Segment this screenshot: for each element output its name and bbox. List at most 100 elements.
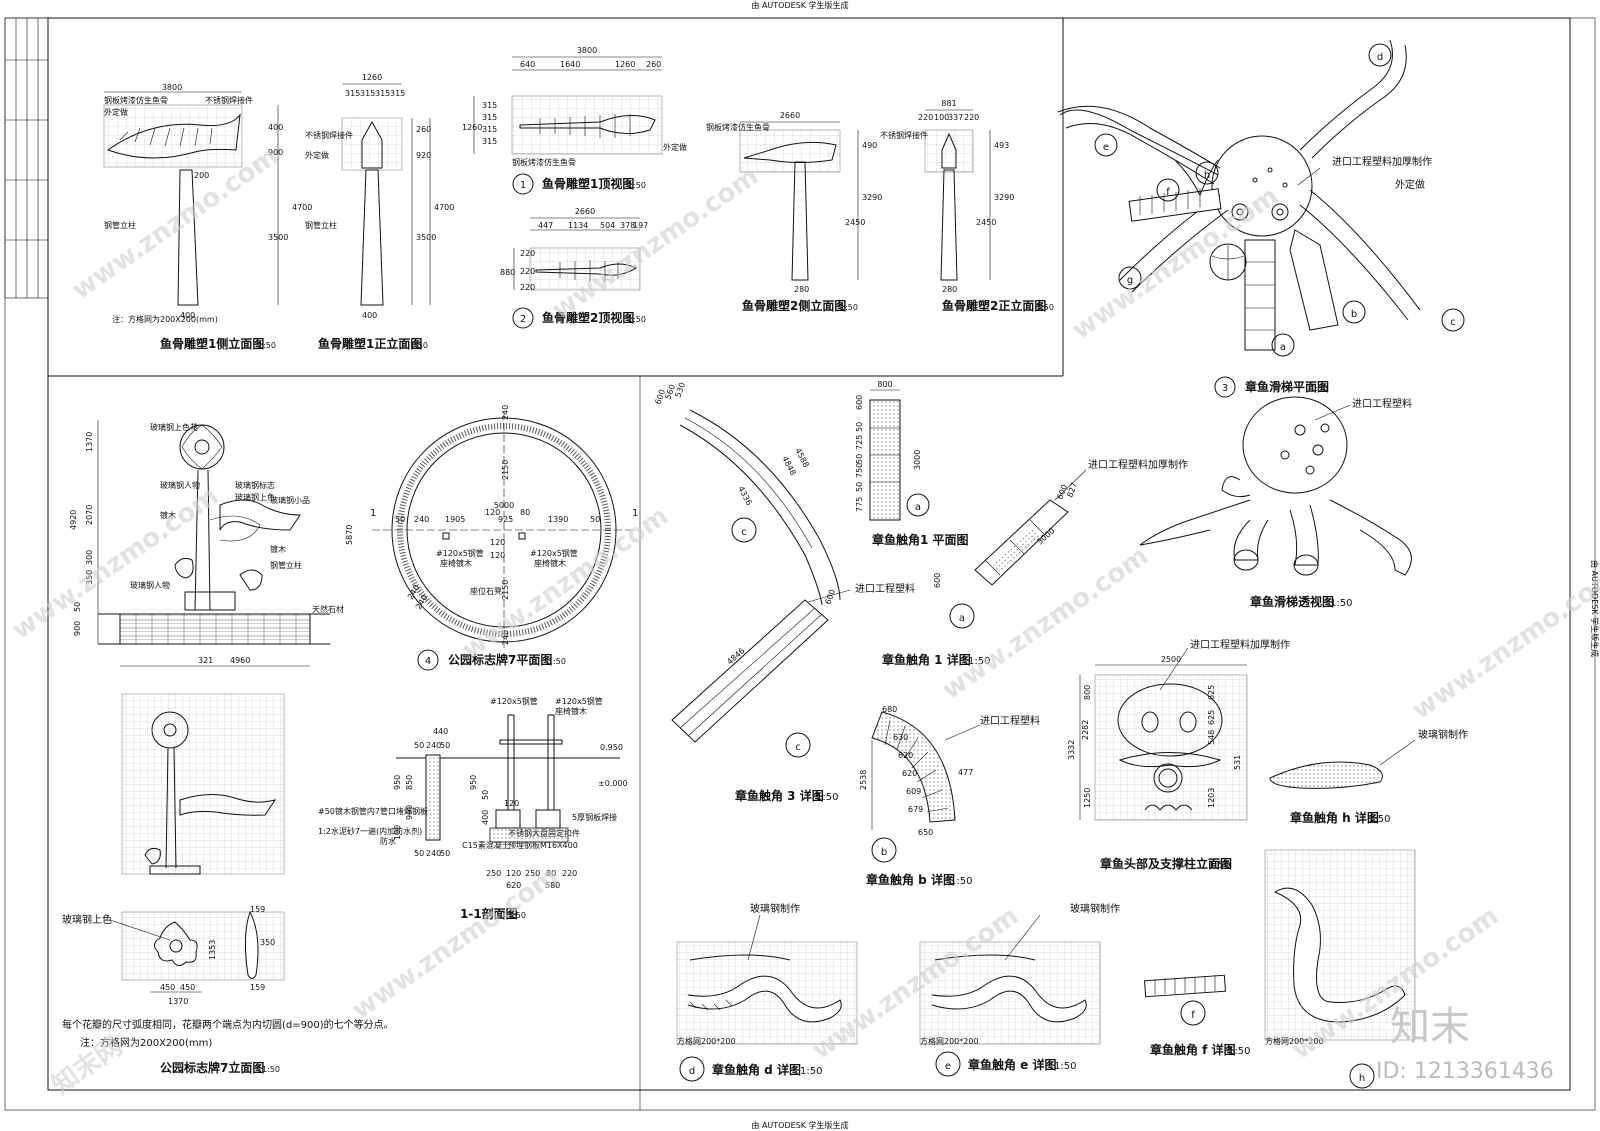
side-note: 由 AUTODESK 学生版生成	[1590, 560, 1600, 657]
octo-persp-note: 进口工程塑料	[1352, 397, 1412, 410]
fish1-top-scale: 1:50	[628, 181, 646, 190]
sec-dim-50b: 50	[440, 741, 450, 750]
fish2-front-dim-3290: 3290	[994, 193, 1014, 202]
b-dim-2538: 2538	[859, 770, 868, 790]
b-dim-630: 630	[893, 733, 908, 742]
sign-dim-50: 50	[73, 602, 82, 612]
flower-frp-note: 玻璃钢上色	[62, 913, 112, 926]
c-letter: c	[795, 742, 801, 753]
sign-label-wood1: 镀木	[160, 510, 176, 520]
fish1-front-elevation: 1260 315 315 315 315 260 920 4700 3500 4…	[305, 73, 454, 351]
a-dim-775: 775	[855, 497, 864, 512]
plan-dim-80: 80	[520, 508, 530, 517]
sign-dim-321: 321	[198, 656, 213, 665]
head-dim-625a: 625	[1207, 685, 1216, 700]
b-dim-679: 679	[908, 805, 923, 814]
c-dim-4336: 4336	[736, 485, 754, 507]
image-id-label: ID: 1213361436	[1376, 1059, 1554, 1084]
fish2-side-dim-3290: 3290	[862, 193, 882, 202]
plan-dim-120: 120	[485, 508, 500, 517]
octo-letter-h: h	[1204, 170, 1210, 181]
tentacle-c-detail-top: 600 560 530 4848 4588 4336 c	[653, 381, 841, 606]
sec-dim-440: 440	[433, 727, 448, 736]
sign7-elevation: 1370 4920 2070 300 350 5870 50 900 321 4…	[69, 420, 354, 667]
sign7-plan: 5000 240 2150 2150 240 1905 120 925 80 1…	[370, 405, 638, 671]
fish1-front-scale: 1:50	[410, 341, 428, 350]
sec-dim-220: 220	[562, 869, 577, 878]
f-scale: 1:50	[1228, 1046, 1250, 1057]
octo-letter-b: b	[1351, 309, 1357, 320]
f-title: 章鱼触角 f 详图	[1150, 1042, 1236, 1057]
plan-dim-240top: 240	[501, 405, 510, 420]
head-title: 章鱼头部及支撑柱立面图	[1100, 856, 1232, 871]
fish1-dim-3500: 3500	[268, 233, 288, 242]
b-dim-680: 680	[882, 705, 897, 714]
fish2-side-scale: 1:50	[840, 303, 858, 312]
a-dim-600: 600	[855, 395, 864, 410]
fish2-side-title: 鱼骨雕塑2侧立面图	[742, 298, 846, 313]
sign-dim-1370: 1370	[85, 432, 94, 452]
b-dim-620a: 620	[898, 751, 913, 760]
sec-dim-50a: 50	[414, 741, 424, 750]
fish2-front-title: 鱼骨雕塑2正立面图	[942, 298, 1046, 313]
h-letter: h	[1359, 1073, 1365, 1084]
fish1-front-title: 鱼骨雕塑1正立面图	[318, 336, 422, 351]
plan-label-pipe2: #120x5钢管	[530, 548, 578, 558]
sec-dim-620: 620	[506, 881, 521, 890]
head-dim-1250: 1250	[1083, 788, 1092, 808]
fish2-front-label: 不锈钢焊接件	[880, 130, 928, 140]
head-dim-2500: 2500	[1161, 655, 1181, 664]
fish2-side-dim-2660: 2660	[780, 111, 800, 120]
a-dim-50b: 50	[855, 454, 864, 464]
fish1-dim-900: 900	[268, 148, 283, 157]
fish1-top-dim-1260v: 1260	[462, 123, 482, 132]
octo-persp-scale: 1:50	[1330, 598, 1352, 609]
fish1-dim-3800: 3800	[162, 83, 182, 92]
sec-dim-120: 120	[504, 799, 519, 808]
h-grid-note: 方格网200*200	[1265, 1036, 1324, 1046]
c-title: 章鱼触角 3 详图	[735, 788, 824, 803]
c-scale: 1:50	[816, 792, 838, 803]
sec-label-waterproof: 防水	[380, 836, 396, 846]
sec-dim-240b: 240	[426, 849, 441, 858]
c-dim-4848: 4848	[780, 455, 798, 477]
e-scale: 1:50	[1054, 1061, 1076, 1072]
tentacle-f-detail: f 章鱼触角 f 详图 1:50	[1144, 974, 1250, 1057]
flower-dim-159a: 159	[250, 905, 265, 914]
fish1-top-dim-315a: 315	[482, 101, 497, 110]
plan-dim-1390: 1390	[548, 515, 568, 524]
fish2-front-dim-493: 493	[994, 141, 1009, 150]
watermark-8: www.znzmo.com	[347, 861, 564, 1026]
octo-letter-a: a	[1280, 342, 1286, 353]
sign-elev-scale: 1:50	[262, 1065, 280, 1074]
fish1-side-elevation: 3800 400 900 4700 3500 200 400 钢板烤漆仿生鱼骨 …	[103, 83, 312, 351]
c-dim-600b: 600	[823, 588, 837, 605]
sec-dim-900: 900	[405, 805, 414, 820]
sign-dim-350: 350	[85, 570, 94, 585]
sec-label-wood: 座椅镀木	[555, 706, 587, 716]
sign-note-grid: 注：方格网为200X200(mm)	[80, 1036, 212, 1049]
fish2-top-title: 鱼骨雕塑2顶视图	[542, 310, 634, 325]
fish2-top-dim-1134: 1134	[568, 221, 588, 230]
a-dim-800: 800	[877, 380, 892, 389]
fish1-grid-note: 注：方格网为200X200(mm)	[112, 314, 218, 324]
plan-dim-120c: 120	[490, 551, 505, 560]
octo-plan-note2: 外定做	[1395, 178, 1425, 191]
fish1-top-dim-640: 640	[520, 60, 535, 69]
fish2-top-dim-220c: 220	[520, 283, 535, 292]
fish1-front-dim-3500: 3500	[416, 233, 436, 242]
fish1-front-label-column: 钢管立柱	[305, 220, 337, 230]
sign-label-figure: 玻璃钢人物	[160, 480, 200, 490]
head-scale: 1:50	[1208, 860, 1230, 871]
sign-elev-title: 公园标志牌7立面图	[160, 1060, 264, 1075]
fish2-top-dim-504: 504	[600, 221, 615, 230]
sign-label-stone: 天然石材	[312, 604, 344, 614]
plate-number-3: 3	[1222, 383, 1228, 394]
octopus-slide-plan: d e f g h a b c 进口工程塑料加厚制作 外定做 3 章鱼滑梯平面图…	[1057, 39, 1465, 398]
bottom-note: 由 AUTODESK 学生版生成	[751, 1120, 848, 1130]
plan-dim-240bot: 240	[501, 630, 510, 645]
plan-dim-2150b: 2150	[501, 580, 510, 600]
sec-level-0950: 0.950	[600, 743, 623, 752]
tentacle-a-detail: 800 600 50 725 50 750 50 775 3000 a 章鱼触角…	[855, 380, 1188, 667]
sec-label-pipe2: #120x5钢管	[555, 696, 603, 706]
